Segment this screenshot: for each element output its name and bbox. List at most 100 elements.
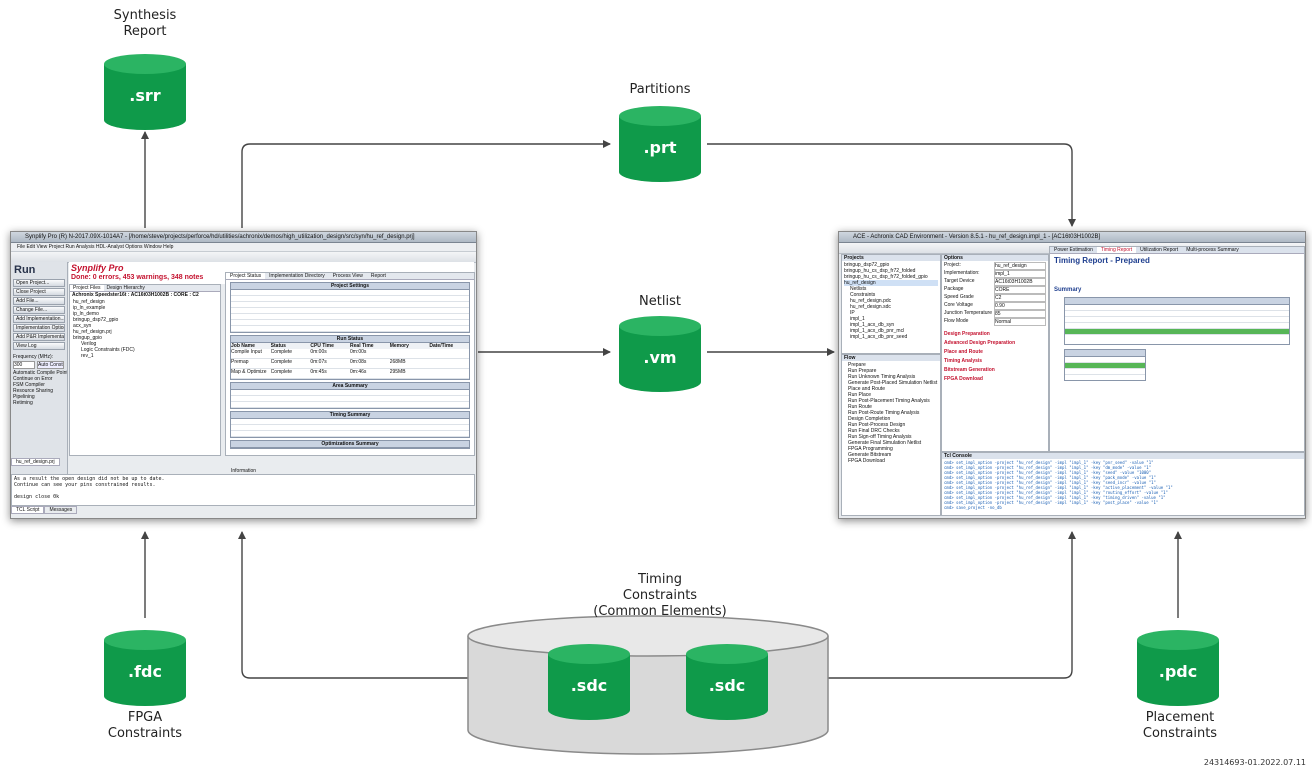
option-field-value[interactable]: C2 (994, 294, 1046, 302)
option-section-header[interactable]: Design Preparation (944, 331, 990, 337)
tree-item[interactable]: ip_ln_demo (73, 311, 99, 317)
flow-step-item[interactable]: Prepare (848, 362, 866, 368)
tree-item[interactable]: Logic Constraints (FDC) (81, 347, 135, 353)
summary-heading: Summary (1054, 287, 1082, 293)
report-tab[interactable]: Utilization Report (1140, 247, 1179, 253)
tree-item[interactable]: hu_ref_design.prj (73, 329, 112, 335)
vm-file-icon: .vm (617, 314, 703, 394)
project-tree-item[interactable]: hu_ref_design (844, 280, 938, 286)
project-tree-item[interactable]: impl_1_acx_db_pnr_mcl (850, 328, 905, 334)
left-panel-button[interactable]: Change File... (13, 306, 65, 314)
tree-item[interactable]: bringup_dsp72_gpio (73, 317, 119, 323)
option-checkbox-item[interactable]: Resource Sharing (13, 388, 54, 394)
flow-step-item[interactable]: Generate Post-Placed Simulation Netlist (848, 380, 938, 386)
arrow-synplify-to-prt (241, 140, 611, 228)
flow-step-item[interactable]: Run Place (848, 392, 872, 398)
project-tree-item[interactable]: bringup_hu_cs_dsp_fr72_folded (844, 268, 916, 274)
option-section-header[interactable]: Bitstream Generation (944, 367, 995, 373)
flow-step-item[interactable]: Place and Route (848, 386, 885, 392)
run-label[interactable]: Run (14, 264, 36, 276)
left-panel-button[interactable]: Implementation Options... (13, 324, 65, 332)
project-tree-item[interactable]: hu_ref_design.pdc (850, 298, 892, 304)
tree-item[interactable]: rev_1 (81, 353, 94, 359)
option-field-value[interactable]: CORE (994, 286, 1046, 294)
synplify-menubar[interactable]: File Edit View Project Run Analysis HDL-… (11, 243, 476, 252)
flow-step-item[interactable]: Run Sign-off Timing Analysis (848, 434, 912, 440)
tree-item[interactable]: hu_ref_design (73, 299, 105, 305)
file-tab[interactable]: hu_ref_design.prj (11, 458, 60, 466)
left-panel-button[interactable]: Add File... (13, 297, 65, 305)
option-field-value[interactable]: Normal (994, 318, 1046, 326)
report-tab[interactable]: Multi-process Summary (1186, 247, 1239, 253)
flow-step-item[interactable]: Run Route (848, 404, 872, 410)
option-section-header[interactable]: Place and Route (944, 349, 983, 355)
flow-step-item[interactable]: FPGA Download (848, 458, 885, 464)
fpga-constraints-label: FPGA Constraints (107, 710, 183, 741)
left-panel-button[interactable]: Add Implementation... (13, 315, 65, 323)
left-panel-button[interactable]: Add P&R Implementation (13, 333, 65, 341)
tree-item[interactable]: Verilog (81, 341, 97, 347)
tcl-heading: Tcl Console (942, 453, 1304, 459)
flow-step-item[interactable]: Design Completion (848, 416, 891, 422)
option-field-value[interactable]: hu_ref_design (994, 262, 1046, 270)
report-title: Timing Report - Prepared (1054, 256, 1150, 265)
synplify-window[interactable]: Synplify Pro (R) N-2017.09X-1014A7 - [/h… (10, 231, 477, 519)
ace-window[interactable]: ACE - Achronix CAD Environment - Version… (838, 231, 1306, 519)
project-tree-item[interactable]: impl_1_acx_db_pnr_seed (850, 334, 908, 340)
project-tree-item[interactable]: Constraints (850, 292, 876, 298)
option-checkbox-item[interactable]: Pipelining (13, 394, 35, 400)
tab-messages[interactable]: Messages (44, 506, 78, 514)
flow-step-item[interactable]: Run Final DRC Checks (848, 428, 900, 434)
option-field-value[interactable]: impl_1 (994, 270, 1046, 278)
frequency-input[interactable]: 300 (13, 361, 35, 369)
flow-step-item[interactable]: Run Prepare (848, 368, 877, 374)
tree-item[interactable]: bringup_gpio (73, 335, 102, 341)
left-panel-button[interactable]: Close Project (13, 288, 65, 296)
project-tree-item[interactable]: bringup_dsp72_gpio (844, 262, 890, 268)
flow-step-item[interactable]: Generate Bitstream (848, 452, 892, 458)
option-section-header[interactable]: FPGA Download (944, 376, 983, 382)
flow-step-item[interactable]: Run Post-Route Timing Analysis (848, 410, 920, 416)
option-field-value[interactable]: 0.90 (994, 302, 1046, 310)
option-section-header[interactable]: Timing Analysis (944, 358, 983, 364)
tab-project-files[interactable]: Project Files (70, 285, 104, 291)
project-tree-item[interactable]: hu_ref_design.sdc (850, 304, 891, 310)
report-tab[interactable]: Timing Report (1096, 247, 1137, 253)
left-panel-button[interactable]: Open Project... (13, 279, 65, 287)
project-tree-item[interactable]: impl_1_acx_db_syn (850, 322, 895, 328)
optimizations-summary-section: Optimizations Summary (230, 440, 470, 449)
option-checkbox-item[interactable]: Retiming (13, 400, 33, 406)
project-tree-item[interactable]: bringup_hu_cs_dsp_fr72_folded_gpio (844, 274, 928, 280)
report-tab[interactable]: Process View (332, 273, 363, 279)
synplify-console[interactable]: As a result the open design did not be u… (11, 474, 475, 506)
project-tree-item[interactable]: Netlists (850, 286, 867, 292)
option-field-value[interactable]: 85 (994, 310, 1046, 318)
option-section-header[interactable]: Advanced Design Preparation (944, 340, 1016, 346)
report-tab[interactable]: Implementation Directory (269, 273, 325, 279)
flow-step-item[interactable]: Run Post-Process Design (848, 422, 906, 428)
flow-step-item[interactable]: Generate Final Simulation Netlist (848, 440, 922, 446)
project-tree-item[interactable]: IP (850, 310, 855, 316)
tree-item[interactable]: ip_ln_example (73, 305, 106, 311)
ace-tcl-console[interactable]: Tcl Console cmd> set_impl_option -projec… (941, 452, 1305, 516)
report-tab[interactable]: Power Estimation (1054, 247, 1093, 253)
flow-step-item[interactable]: Run Unknown Timing Analysis (848, 374, 916, 380)
option-checkbox-item[interactable]: Automatic Compile Point (13, 370, 67, 376)
project-tree-item[interactable]: impl_1 (850, 316, 865, 322)
report-tab[interactable]: Project Status (226, 273, 266, 279)
left-panel-button[interactable]: View Log (13, 342, 65, 350)
tab-tcl-script[interactable]: TCL Script (11, 506, 45, 514)
flow-step-item[interactable]: Run Post-Placement Timing Analysis (848, 398, 930, 404)
flow-step-item[interactable]: FPGA Programming (848, 446, 893, 452)
run-status-heading: Run Status (231, 336, 469, 343)
option-checkbox-item[interactable]: FSM Compiler (13, 382, 45, 388)
report-tab[interactable]: Report (370, 273, 386, 279)
option-field-value[interactable]: AC16t03H1002B (994, 278, 1046, 286)
auto-const-checkbox[interactable]: Auto Const (37, 361, 64, 369)
tab-design-hierarchy[interactable]: Design Hierarchy (106, 285, 145, 291)
option-checkbox-item[interactable]: Continue on Error (13, 376, 53, 382)
tree-item[interactable]: acx_syn (73, 323, 92, 329)
